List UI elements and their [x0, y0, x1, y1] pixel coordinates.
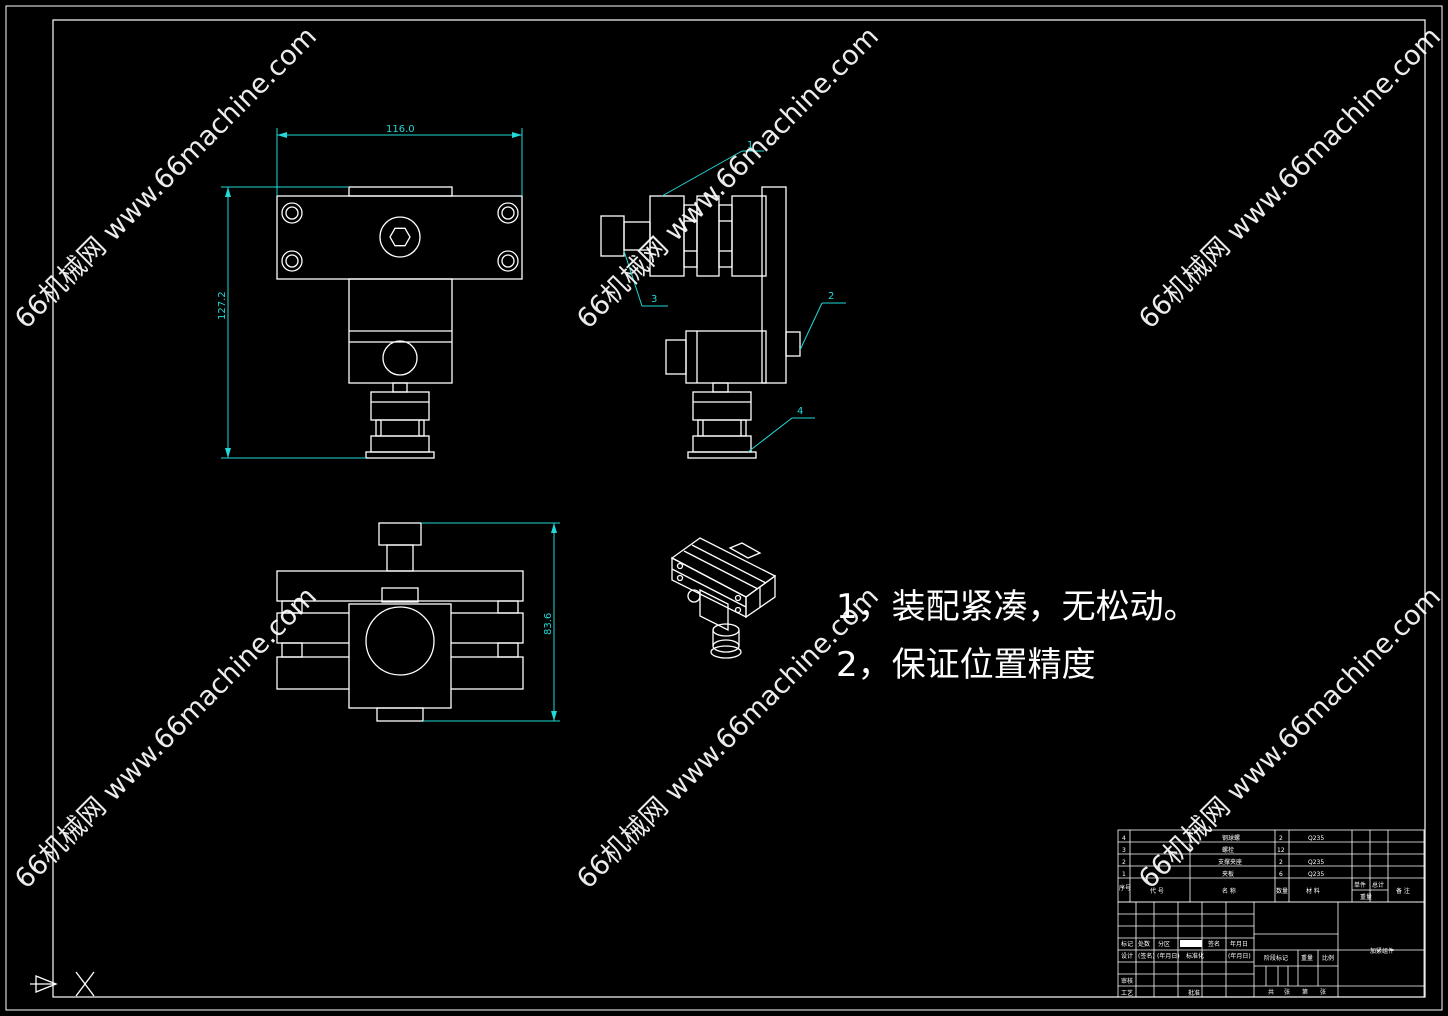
title-label: 标记 — [1121, 940, 1133, 948]
title-label: 签名 — [1208, 940, 1220, 948]
balloon-1: 1 — [747, 140, 753, 151]
title-label: 审核 — [1121, 977, 1133, 985]
title-label: 共 — [1268, 988, 1274, 996]
watermark: 66机械网 www.66machine.com — [1133, 581, 1447, 895]
title-block — [1117, 901, 1425, 998]
title-label: 阶段标记 — [1264, 954, 1288, 962]
bom-row: 2 支撑夹座 2 Q235 — [1122, 858, 1324, 866]
bom-no: 1 — [1122, 871, 1126, 878]
bom-no: 2 — [1122, 859, 1126, 866]
orientation-marker — [30, 971, 95, 997]
title-label: 标准化 — [1186, 952, 1204, 960]
bom-header-remark: 备 注 — [1396, 887, 1410, 895]
bom-material: Q235 — [1308, 871, 1324, 878]
note-1: 1，装配紧凑，无松动。 — [836, 587, 1198, 627]
bom-qty: 6 — [1279, 871, 1283, 878]
title-label: 张 — [1320, 988, 1326, 996]
title-label: (签名) — [1138, 952, 1155, 960]
dim-width: 116.0 — [386, 124, 415, 135]
top-dimensions — [421, 522, 560, 722]
bom-header-code: 代 号 — [1150, 887, 1164, 895]
bom-qty: 2 — [1279, 859, 1283, 866]
note-2: 2，保证位置精度 — [836, 645, 1096, 685]
dim-depth: 83.6 — [543, 613, 554, 635]
bom-name: 钢球螺 — [1222, 834, 1240, 842]
title-label: 批准 — [1188, 989, 1200, 997]
title-label: 比例 — [1322, 954, 1334, 962]
bom-header-unit: 单件 — [1354, 881, 1366, 889]
title-label: 年月日 — [1230, 940, 1248, 948]
bom-header-total: 总计 — [1372, 881, 1384, 889]
title-label: 张 — [1284, 988, 1290, 996]
front-dimensions — [221, 128, 523, 459]
bom-no: 4 — [1122, 835, 1126, 842]
bom-qty: 12 — [1277, 847, 1285, 854]
bom-row: 4 钢球螺 2 Q235 — [1122, 834, 1324, 842]
title-label: 工艺 — [1121, 989, 1133, 997]
title-label: 分区 — [1158, 940, 1170, 948]
inner-frame — [52, 19, 1426, 998]
front-view — [276, 186, 523, 459]
bom-table — [1117, 829, 1425, 903]
bom-material: Q235 — [1308, 835, 1324, 842]
balloon-4: 4 — [797, 406, 803, 417]
balloon-2: 2 — [828, 291, 834, 302]
top-view — [276, 522, 524, 722]
bom-qty: 2 — [1279, 835, 1283, 842]
watermark: 66机械网 www.66machine.com — [9, 581, 323, 895]
title-label: 重量 — [1301, 954, 1313, 962]
watermark: 66机械网 www.66machine.com — [571, 21, 885, 335]
title-label: 第 — [1302, 988, 1308, 996]
watermark: 66机械网 www.66machine.com — [1133, 21, 1447, 335]
bom-row: 1 夹板 6 Q235 — [1122, 870, 1324, 878]
bom-name: 夹板 — [1222, 870, 1234, 878]
title-label: (年月日) — [1228, 952, 1251, 960]
leaders — [623, 150, 846, 453]
balloon-3: 3 — [651, 294, 657, 305]
dim-height: 127.2 — [217, 291, 228, 320]
isometric-view — [670, 537, 777, 659]
watermark: 66机械网 www.66machine.com — [9, 21, 323, 335]
title-label: (年月日) — [1157, 952, 1180, 960]
bom-material: Q235 — [1308, 859, 1324, 866]
outer-frame — [5, 5, 1443, 1011]
bom-name: 支撑夹座 — [1218, 858, 1242, 866]
bom-no: 3 — [1122, 847, 1126, 854]
title-label: 设计 — [1121, 952, 1133, 960]
bom-name: 螺栓 — [1222, 846, 1234, 854]
bom-header-name: 名 称 — [1222, 887, 1236, 895]
title-label: 处数 — [1138, 940, 1150, 948]
bom-header-no: 序号 — [1119, 884, 1131, 892]
side-view — [600, 186, 801, 459]
bom-header-material: 材 料 — [1306, 887, 1320, 895]
drawing-name: 加紧组件 — [1370, 947, 1394, 955]
bom-row: 3 螺栓 12 — [1122, 846, 1285, 854]
bom-header: 序号 代 号 名 称 数量 材 料 单件 总计 重量 备 注 — [1119, 881, 1410, 901]
bom-header-weight: 重量 — [1360, 893, 1372, 901]
bom-header-qty: 数量 — [1276, 887, 1288, 895]
